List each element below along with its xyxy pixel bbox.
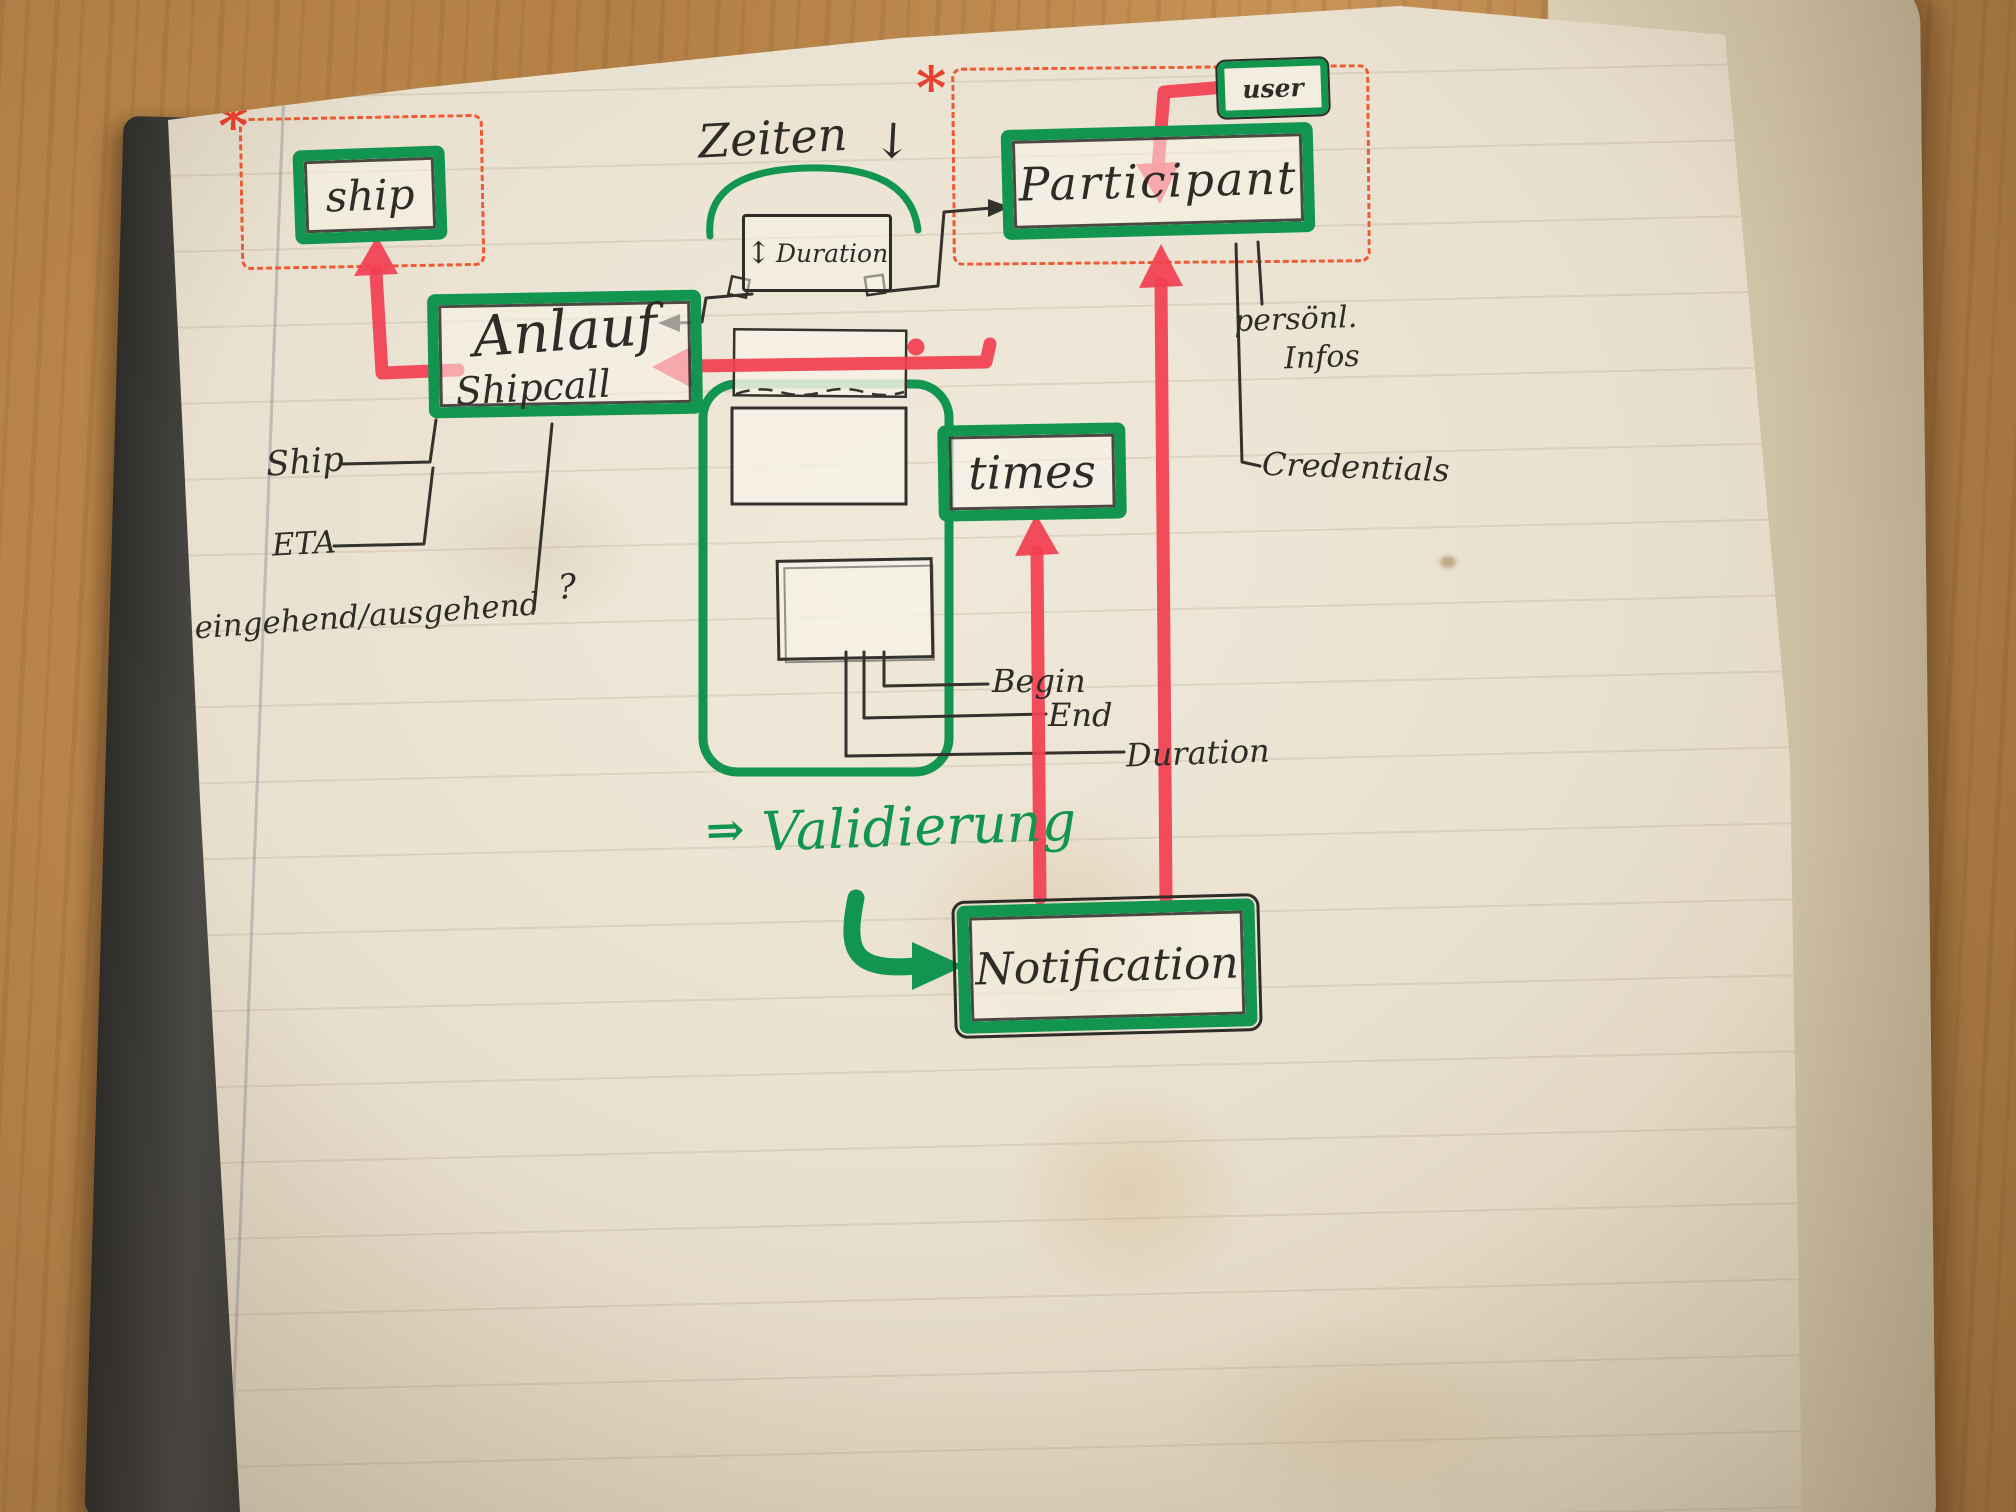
notification-entity: Notification (951, 892, 1263, 1040)
anlauf-entity: Anlauf Shipcall (426, 289, 704, 419)
green-arrowhead-notification (912, 942, 964, 990)
implies-arrow-icon: ⇒ (705, 802, 746, 858)
asterisk-participant: * (916, 54, 947, 122)
time-sketch-box-3 (775, 557, 935, 661)
validierung-label: Validierung (760, 789, 1078, 864)
participant-label: Participant (1017, 150, 1299, 212)
participant-entity: Participant (1000, 121, 1316, 241)
attr-personal-line1: persönl. (1233, 299, 1358, 340)
updown-arrow-icon: ↕ (745, 235, 771, 271)
coffee-stain (1180, 1320, 1560, 1512)
times-label: times (967, 443, 1097, 501)
zeiten-heading: Zeiten ↓ (696, 102, 914, 171)
question-mark: ? (556, 566, 578, 608)
connector-eta-attr (332, 466, 435, 548)
attr-eta: ETA (271, 524, 337, 564)
red-arrowhead-ship (354, 236, 398, 276)
red-dot (907, 338, 925, 356)
asterisk-ship: * (218, 92, 249, 160)
ink-arrowhead-to-participant (988, 199, 1010, 217)
time-sketch-box-3-double-stroke (783, 564, 935, 664)
connector-begin-attr (882, 650, 990, 688)
duration-entity: ↕ Duration (742, 214, 892, 292)
red-arrow-times-to-anlauf (685, 337, 997, 373)
red-arrow-notification-to-participant (1154, 277, 1173, 905)
connector-credentials (1234, 242, 1262, 468)
red-arrowhead-participant-bottom (1139, 244, 1183, 288)
attr-ship: Ship (264, 439, 346, 485)
time-sketch-box-2 (730, 406, 908, 506)
attr-personal-line2: Infos (1283, 338, 1361, 377)
paper-smudge (420, 470, 640, 630)
anlauf-label: Anlauf (470, 292, 660, 371)
red-arrow-notification-to-times (1030, 545, 1047, 905)
ship-label: ship (324, 168, 416, 222)
validierung-note: ⇒ Validierung (705, 790, 1077, 866)
attr-end: End (1048, 696, 1113, 734)
notification-label: Notification (974, 937, 1240, 995)
connector-inout-attr (532, 422, 554, 612)
zeiten-bracket (706, 164, 922, 240)
user-label: user (1241, 72, 1305, 104)
coffee-stain (1010, 1080, 1250, 1300)
attr-duration: Duration (1125, 731, 1271, 775)
down-arrow-icon: ↓ (870, 112, 914, 171)
shipcall-label: Shipcall (454, 361, 612, 414)
attr-credentials: Credentials (1261, 444, 1451, 490)
ship-entity: ship (292, 145, 448, 245)
connector-duration-attr (844, 650, 1126, 758)
green-arrow-to-notification (843, 889, 925, 976)
zeiten-label: Zeiten (696, 106, 849, 169)
connector-personal-infos (1256, 240, 1264, 306)
connector-ship-attr (338, 418, 438, 466)
times-entity: times (937, 422, 1127, 522)
ink-arrow-duration-to-participant (878, 206, 994, 294)
attr-begin: Begin (992, 662, 1086, 700)
page-tear-speck (1440, 556, 1456, 568)
connector-end-attr (862, 650, 1048, 720)
duration-label: Duration (775, 238, 889, 268)
user-entity: user (1215, 55, 1331, 121)
red-arrowhead-times (1015, 514, 1059, 556)
sketch-dashed-line (735, 387, 905, 397)
